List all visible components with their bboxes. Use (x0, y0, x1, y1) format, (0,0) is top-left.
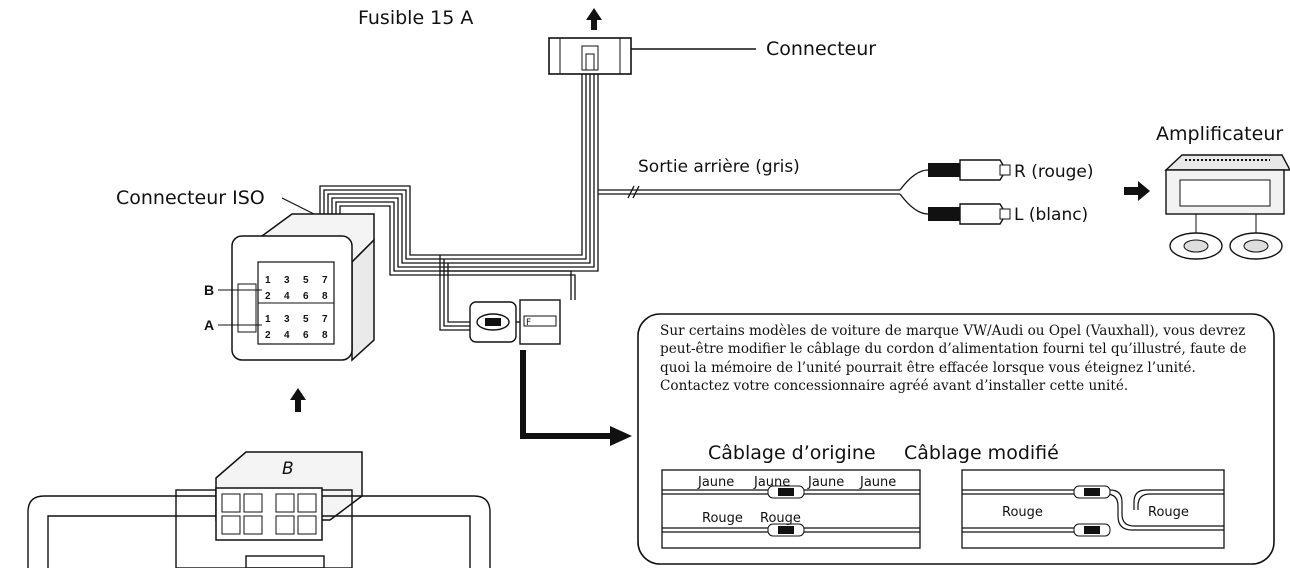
mod-wire-red-right: Rouge (1148, 505, 1189, 520)
rca-plug-left (928, 203, 1011, 225)
rca-plug-right (928, 159, 1011, 181)
mod-wire-red-left: Rouge (1002, 505, 1043, 520)
pin-a7: 7 (322, 314, 328, 325)
iso-harness (319, 185, 576, 331)
connector-label: Connecteur (766, 38, 876, 60)
orig-wire-yellow-1: Jaune (697, 475, 734, 490)
pin-b3: 3 (284, 275, 290, 286)
orig-wire-yellow-4: Jaune (859, 475, 896, 490)
modified-wiring-panel (961, 469, 1225, 549)
pin-b7: 7 (322, 275, 328, 286)
pin-a3: 3 (284, 314, 290, 325)
rear-output-label: Sortie arrière (gris) (638, 157, 800, 177)
plug-b-letter: B (282, 459, 294, 479)
pointer-arrow (520, 350, 612, 439)
pin-b8: 8 (322, 291, 328, 302)
orig-wire-red-2: Rouge (760, 511, 801, 526)
note-paragraph: Sur certains modèles de voiture de marqu… (660, 323, 1247, 395)
amplifier-label: Amplificateur (1156, 123, 1283, 145)
pin-b1: 1 (265, 275, 271, 286)
pin-b5: 5 (303, 275, 309, 286)
row-b-label: B (204, 282, 214, 298)
pin-b4: 4 (284, 291, 290, 302)
pin-b6: 6 (303, 291, 309, 302)
pin-b2: 2 (265, 291, 271, 302)
rear-output-cable (598, 169, 929, 215)
pin-a5: 5 (303, 314, 309, 325)
pin-a1: 1 (265, 314, 271, 325)
pin-a6: 6 (303, 330, 309, 341)
up-arrow-icon (290, 388, 306, 412)
fuse-holder: F (469, 299, 561, 345)
original-wiring-panel (661, 469, 921, 549)
original-wiring-title: Câblage d’origine (708, 442, 876, 464)
plug-b-pins (215, 487, 323, 541)
pin-a4: 4 (284, 330, 290, 341)
modified-wiring-title: Câblage modifié (904, 442, 1059, 464)
fuse-label: Fusible 15 A (358, 7, 473, 29)
pin-a2: 2 (265, 330, 271, 341)
right-arrow-icon (1124, 181, 1150, 201)
note-text: Sur certains modèles de voiture de marqu… (660, 322, 1260, 396)
iso-connector-block (231, 213, 375, 362)
iso-connector-label: Connecteur ISO (116, 187, 265, 209)
up-arrow-icon (586, 8, 602, 30)
svg-text:F: F (526, 318, 531, 328)
orig-wire-red-1: Rouge (702, 511, 743, 526)
connector-cable (440, 74, 599, 272)
amplifier-icon (1164, 154, 1290, 260)
orig-wire-yellow-3: Jaune (807, 475, 844, 490)
connector-block (548, 37, 632, 75)
right-channel-label: R (rouge) (1014, 162, 1094, 182)
row-a-label: A (204, 317, 214, 333)
pin-a8: 8 (322, 330, 328, 341)
orig-wire-yellow-2: Jaune (753, 475, 790, 490)
left-channel-label: L (blanc) (1014, 205, 1088, 225)
